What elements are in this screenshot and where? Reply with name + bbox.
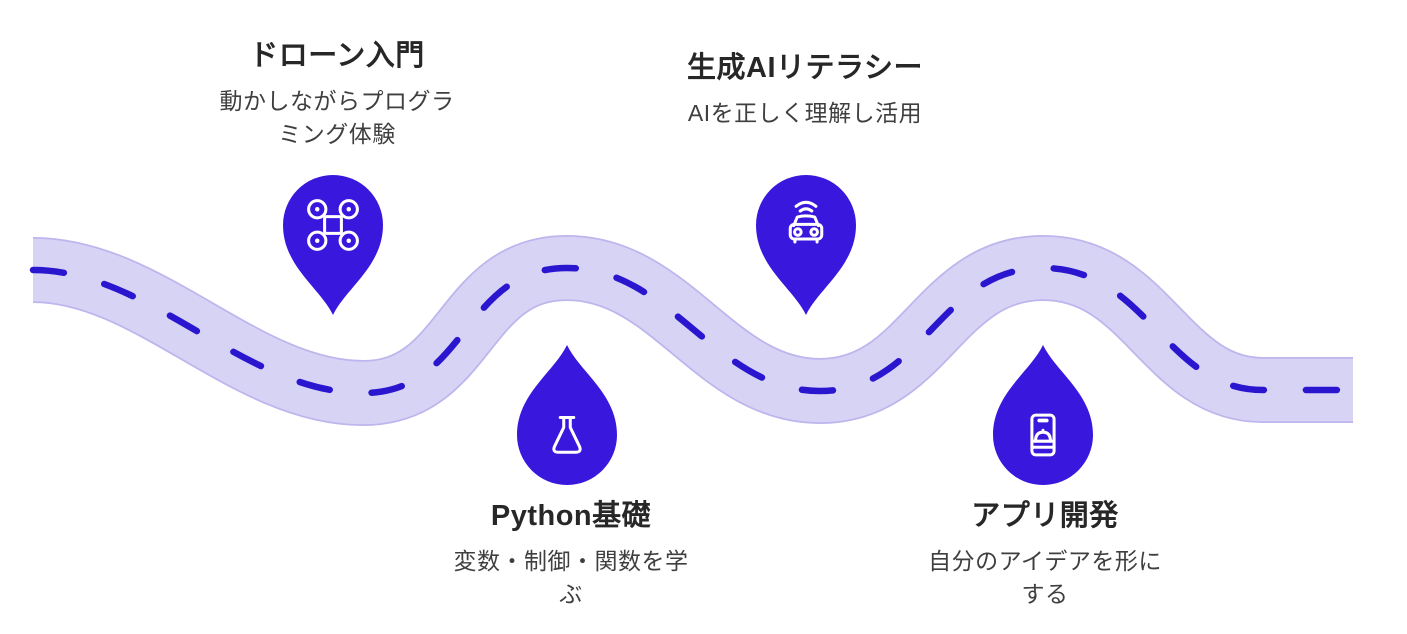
milestone-appdev-title: アプリ開発 xyxy=(971,500,1119,532)
mobile-app-icon xyxy=(1030,413,1056,457)
flask-icon xyxy=(552,415,582,454)
milestone-drone-text: ドローン入門 動かしながらプログラ ミング体験 xyxy=(167,38,507,151)
milestone-drone-title: ドローン入門 xyxy=(249,40,425,72)
milestone-python-title: Python基礎 xyxy=(490,500,652,532)
milestone-python-text: Python基礎 変数・制御・関数を学 ぶ xyxy=(401,498,741,611)
milestone-ai-text: 生成AIリテラシー AIを正しく理解し活用 xyxy=(635,50,975,130)
road-center-dashes xyxy=(29,264,1357,397)
droplet-up-shape xyxy=(517,345,617,485)
pin-down-shape xyxy=(756,175,856,315)
milestone-appdev-marker xyxy=(993,345,1093,485)
milestone-python-marker xyxy=(517,345,617,485)
smart-car-icon xyxy=(788,200,824,244)
milestone-ai-marker xyxy=(756,175,856,315)
milestone-python-subtitle: 変数・制御・関数を学 ぶ xyxy=(453,547,689,607)
drone-icon xyxy=(307,199,359,251)
pin-down-shape xyxy=(283,175,383,315)
milestone-ai-subtitle: AIを正しく理解し活用 xyxy=(687,99,923,126)
milestone-drone-marker xyxy=(283,175,383,315)
milestone-appdev-subtitle: 自分のアイデアを形に する xyxy=(928,547,1162,607)
milestone-ai-title: 生成AIリテラシー xyxy=(687,52,923,84)
milestone-appdev-text: アプリ開発 自分のアイデアを形に する xyxy=(875,498,1215,611)
milestone-drone-subtitle: 動かしながらプログラ ミング体験 xyxy=(219,87,455,147)
